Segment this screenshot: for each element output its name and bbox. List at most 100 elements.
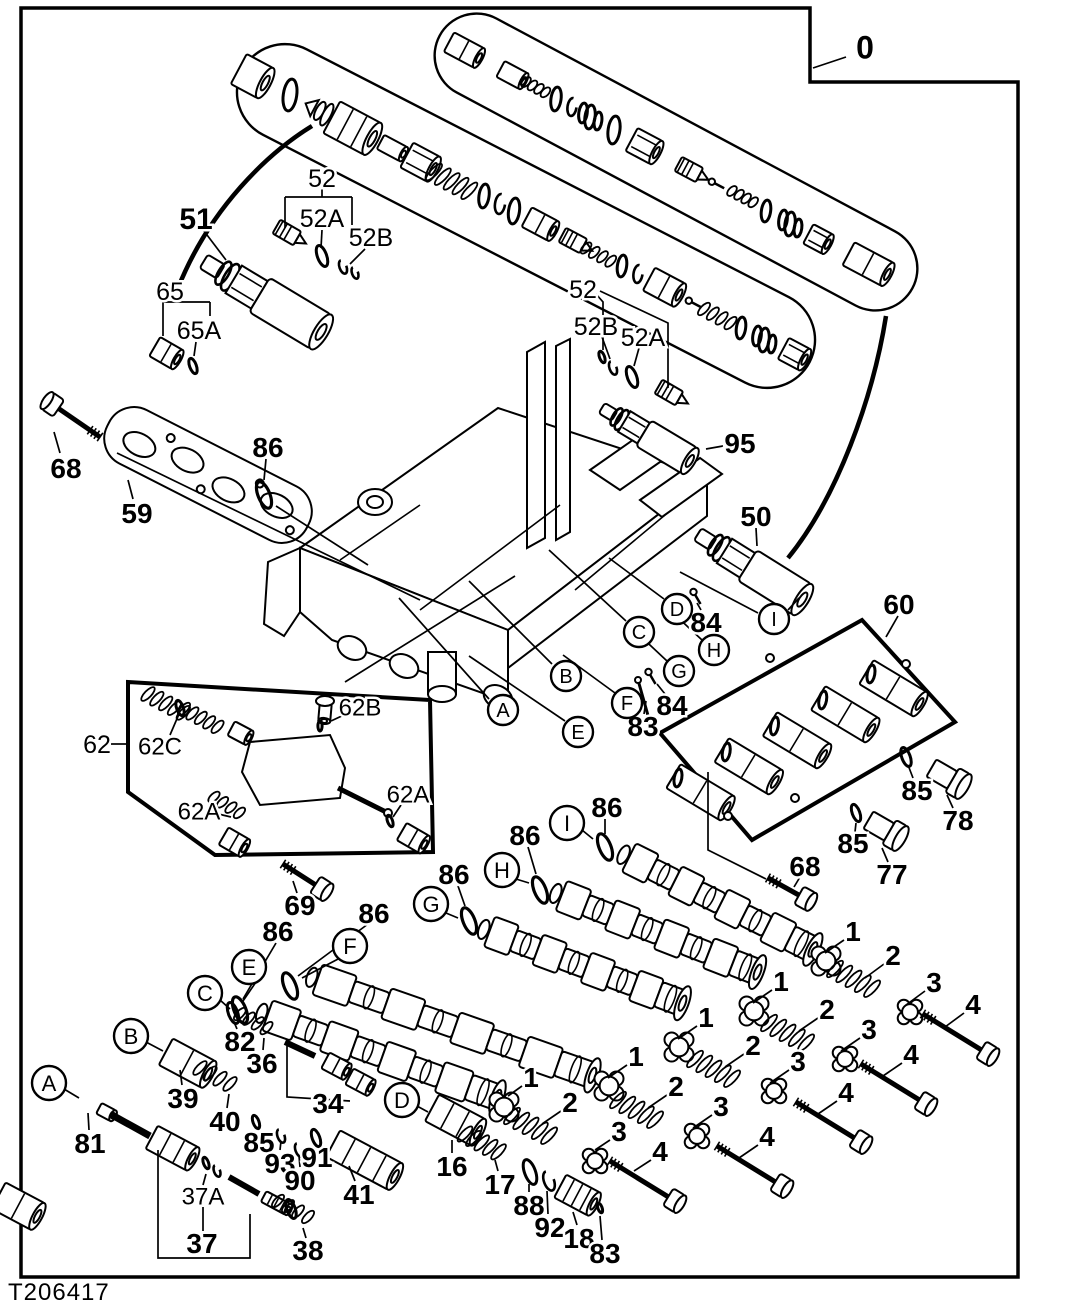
leader-line — [392, 804, 402, 818]
leader-line — [203, 230, 227, 261]
leader-line — [87, 1112, 90, 1131]
part-label-62A: 62A — [387, 782, 430, 809]
part-label-86: 86 — [509, 820, 540, 851]
port-letter-E: E — [571, 722, 584, 744]
leader-line — [298, 1155, 301, 1168]
part-label-3: 3 — [926, 967, 942, 998]
leader-line — [944, 1012, 965, 1028]
valve-body — [262, 337, 724, 710]
spool-letter-B: B — [124, 1024, 139, 1049]
leader-line — [633, 347, 640, 367]
part-label-85: 85 — [837, 828, 868, 859]
spool-letter-E: E — [242, 955, 257, 980]
part-label-82: 82 — [224, 1026, 255, 1057]
leader-line — [127, 479, 134, 500]
part-label-88: 88 — [513, 1190, 544, 1221]
spool-circle-F — [331, 927, 369, 965]
leader-line — [226, 1093, 230, 1109]
link-arc-left — [175, 124, 314, 289]
leader-line — [416, 1105, 429, 1113]
page-border — [19, 6, 1020, 1279]
part-label-37A: 37A — [182, 1184, 225, 1211]
part-label-1: 1 — [523, 1062, 539, 1093]
leader-line — [468, 580, 553, 665]
spool-letter-G: G — [422, 892, 439, 917]
leader-line — [468, 655, 566, 722]
part-label-16: 16 — [436, 1151, 467, 1182]
leader-line — [608, 557, 665, 600]
part-label-65A: 65A — [177, 317, 222, 345]
part-label-3: 3 — [861, 1014, 877, 1045]
port-letter-I: I — [771, 609, 777, 631]
part-label-38: 38 — [292, 1235, 323, 1266]
part-label-4: 4 — [838, 1077, 854, 1108]
part-label-2: 2 — [745, 1030, 761, 1061]
port-letter-B: B — [559, 666, 572, 688]
part-label-39: 39 — [167, 1083, 198, 1114]
part-label-1: 1 — [773, 966, 789, 997]
part-label-51: 51 — [179, 203, 212, 236]
leader-line — [812, 56, 847, 69]
leader-line — [679, 571, 759, 614]
generated-parts — [0, 32, 1001, 1231]
leader-line — [546, 1190, 549, 1215]
part-label-2: 2 — [668, 1071, 684, 1102]
leader-line — [824, 939, 845, 954]
part-label-86: 86 — [438, 859, 469, 890]
spool-letter-A: A — [42, 1071, 57, 1096]
part-label-52A: 52A — [621, 324, 666, 352]
port-circle-H — [697, 633, 731, 667]
port-letter-H: H — [707, 640, 721, 662]
part-label-84: 84 — [656, 690, 688, 721]
part-label-95: 95 — [724, 428, 755, 459]
leader-line — [262, 1037, 265, 1051]
leader-line — [157, 1150, 251, 1259]
part-label-0: 0 — [856, 30, 874, 66]
part-label-91: 91 — [301, 1142, 332, 1173]
link-arc-right — [786, 315, 889, 560]
port-letter-A: A — [496, 700, 510, 722]
port-letter-G: G — [671, 661, 687, 683]
part-label-81: 81 — [74, 1128, 105, 1159]
leader-line — [527, 846, 537, 875]
part-label-86: 86 — [262, 916, 293, 947]
leader-line — [541, 1110, 562, 1125]
leader-line — [63, 1088, 80, 1099]
part-label-4: 4 — [903, 1039, 919, 1070]
leader-line — [145, 1041, 164, 1052]
part-label-60: 60 — [883, 589, 914, 620]
part-label-3: 3 — [790, 1046, 806, 1077]
leader-line — [864, 963, 885, 979]
part-label-52B: 52B — [574, 313, 618, 341]
spool-circle-B — [112, 1017, 150, 1055]
part-label-18: 18 — [563, 1223, 594, 1254]
leader-line — [494, 1159, 499, 1172]
part-label-62B: 62B — [339, 695, 382, 722]
part-label-65: 65 — [156, 278, 184, 306]
leader-line — [755, 527, 758, 547]
port-circle-G — [662, 654, 696, 688]
leader-line — [599, 1215, 603, 1241]
leader-line — [515, 878, 530, 884]
part-label-90: 90 — [284, 1165, 315, 1196]
part-label-92: 92 — [534, 1212, 565, 1243]
leader-line — [202, 1173, 207, 1186]
part-label-3: 3 — [713, 1091, 729, 1122]
leader-line — [907, 764, 914, 779]
leader-line — [445, 912, 459, 919]
part-label-1: 1 — [628, 1041, 644, 1072]
leader-line — [885, 615, 899, 638]
part-label-36: 36 — [246, 1048, 277, 1079]
leader-line — [643, 700, 647, 715]
leader-line — [349, 248, 366, 265]
part-label-3: 3 — [611, 1116, 627, 1147]
leader-line — [707, 772, 767, 880]
port-circle-D — [660, 592, 694, 626]
leader-line — [882, 1062, 903, 1077]
spool-letter-C: C — [197, 981, 213, 1006]
leader-line — [302, 1227, 307, 1239]
leader-line — [193, 341, 197, 357]
part-label-4: 4 — [759, 1121, 775, 1152]
